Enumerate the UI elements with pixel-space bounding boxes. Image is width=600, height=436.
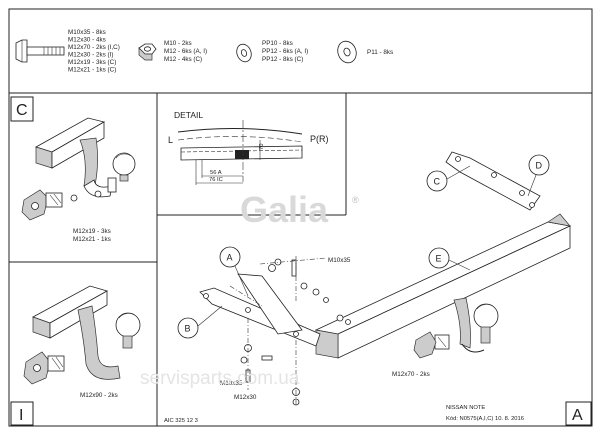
callout-e: E	[428, 247, 471, 271]
footer-drawing-code: AIC 325 12 3	[164, 418, 198, 424]
bolt-spec: M12x70 - 2ks (I,C)	[68, 44, 120, 51]
callout-b-letter: B	[185, 324, 191, 334]
plate-washer-icon	[337, 40, 357, 64]
nut-list: M10 - 2ks M12 - 6ks (A, I) M12 - 4ks (C)	[164, 40, 207, 63]
crossbar-top	[314, 221, 572, 335]
panel-c-bolt-spec: M12x19 - 3ks	[73, 228, 111, 235]
callout-c-letter: C	[434, 177, 441, 187]
callout-a-letter: A	[227, 253, 233, 263]
panel-i-letter: I	[19, 407, 23, 424]
watermark-text: servisparts.com.ua	[140, 368, 300, 389]
panel-c-letter: C	[16, 102, 28, 119]
callout-e-letter: E	[436, 254, 442, 264]
bolt-spec: M12x30 - 2ks (I)	[68, 52, 114, 59]
detail-dim-vertical: 70	[259, 144, 265, 150]
towbar-c-illustration	[21, 117, 136, 221]
washer-list: PP10 - 8ks PP12 - 6ks (A, I) PP12 - 8ks …	[262, 40, 308, 63]
detail-view: DETAIL L P(R) 70 56 A 76 IC	[168, 110, 329, 185]
detail-title: DETAIL	[174, 110, 203, 120]
panel-i-letter-box	[10, 401, 34, 426]
galia-logo: Galia ®	[240, 189, 359, 230]
washer-spec: PP12 - 6ks (A, I)	[262, 48, 308, 55]
label-m12x70: M12x70 - 2ks	[392, 371, 430, 378]
nut-spec: M10 - 2ks	[164, 40, 192, 47]
plate-washer-spec: P11 - 8ks	[367, 49, 393, 56]
nut-spec: M12 - 6ks (A, I)	[164, 48, 207, 55]
panel-a-letter: A	[572, 407, 583, 424]
bolt-icon	[15, 39, 65, 63]
detail-left-label: L	[168, 135, 173, 145]
washer-spec: PP12 - 8ks (C)	[262, 56, 303, 63]
callout-c: C	[426, 165, 471, 192]
panel-c-bolt-spec: M12x21 - 1ks	[73, 236, 111, 243]
panel-c-letter-box	[10, 96, 34, 122]
detail-dim-a: 56 A	[210, 170, 222, 176]
callout-a: A	[219, 246, 249, 297]
crossbar-front	[337, 225, 571, 359]
nut-spec: M12 - 4ks (C)	[164, 56, 202, 63]
callout-d-letter: D	[536, 161, 543, 171]
callout-d: D	[527, 154, 550, 197]
detail-dim-ic: 76 IC	[209, 177, 223, 183]
side-bracket-a	[237, 273, 303, 335]
nut-icon	[138, 43, 157, 61]
panel-i-bolt-spec: M12x90 - 2ks	[80, 392, 118, 399]
label-m12x30: M12x30	[234, 394, 257, 401]
logo-wordmark: Galia	[240, 189, 329, 230]
callout-b: B	[177, 305, 223, 339]
bolt-spec: M10x35 - 8ks	[68, 29, 106, 36]
sheet-frame	[8, 8, 593, 427]
washer-icon	[236, 43, 252, 63]
label-m10x35-top: M10x35	[328, 257, 351, 264]
towbar-i-illustration	[23, 285, 141, 385]
logo-registered-mark: ®	[352, 195, 359, 205]
detail-right-label: P(R)	[310, 134, 329, 144]
bolt-list: M10x35 - 8ks M12x30 - 4ks M12x70 - 2ks (…	[68, 29, 120, 74]
bolt-spec: M12x30 - 4ks	[68, 37, 106, 44]
bolt-spec: M12x19 - 3ks (C)	[68, 59, 116, 66]
footer-kod: Kód: N0575(A,I,C) 10. 8. 2016	[446, 416, 524, 422]
washer-spec: PP10 - 8ks	[262, 40, 293, 47]
bolt-spec: M12x21 - 1ks (C)	[68, 67, 116, 74]
main-assembly	[199, 151, 572, 406]
footer-vehicle: NISSAN NOTE	[446, 405, 485, 411]
panel-a-letter-box	[565, 401, 592, 426]
label-m10x35-bottom: M10x35	[220, 380, 243, 387]
detail-crossmember-section	[235, 150, 249, 159]
